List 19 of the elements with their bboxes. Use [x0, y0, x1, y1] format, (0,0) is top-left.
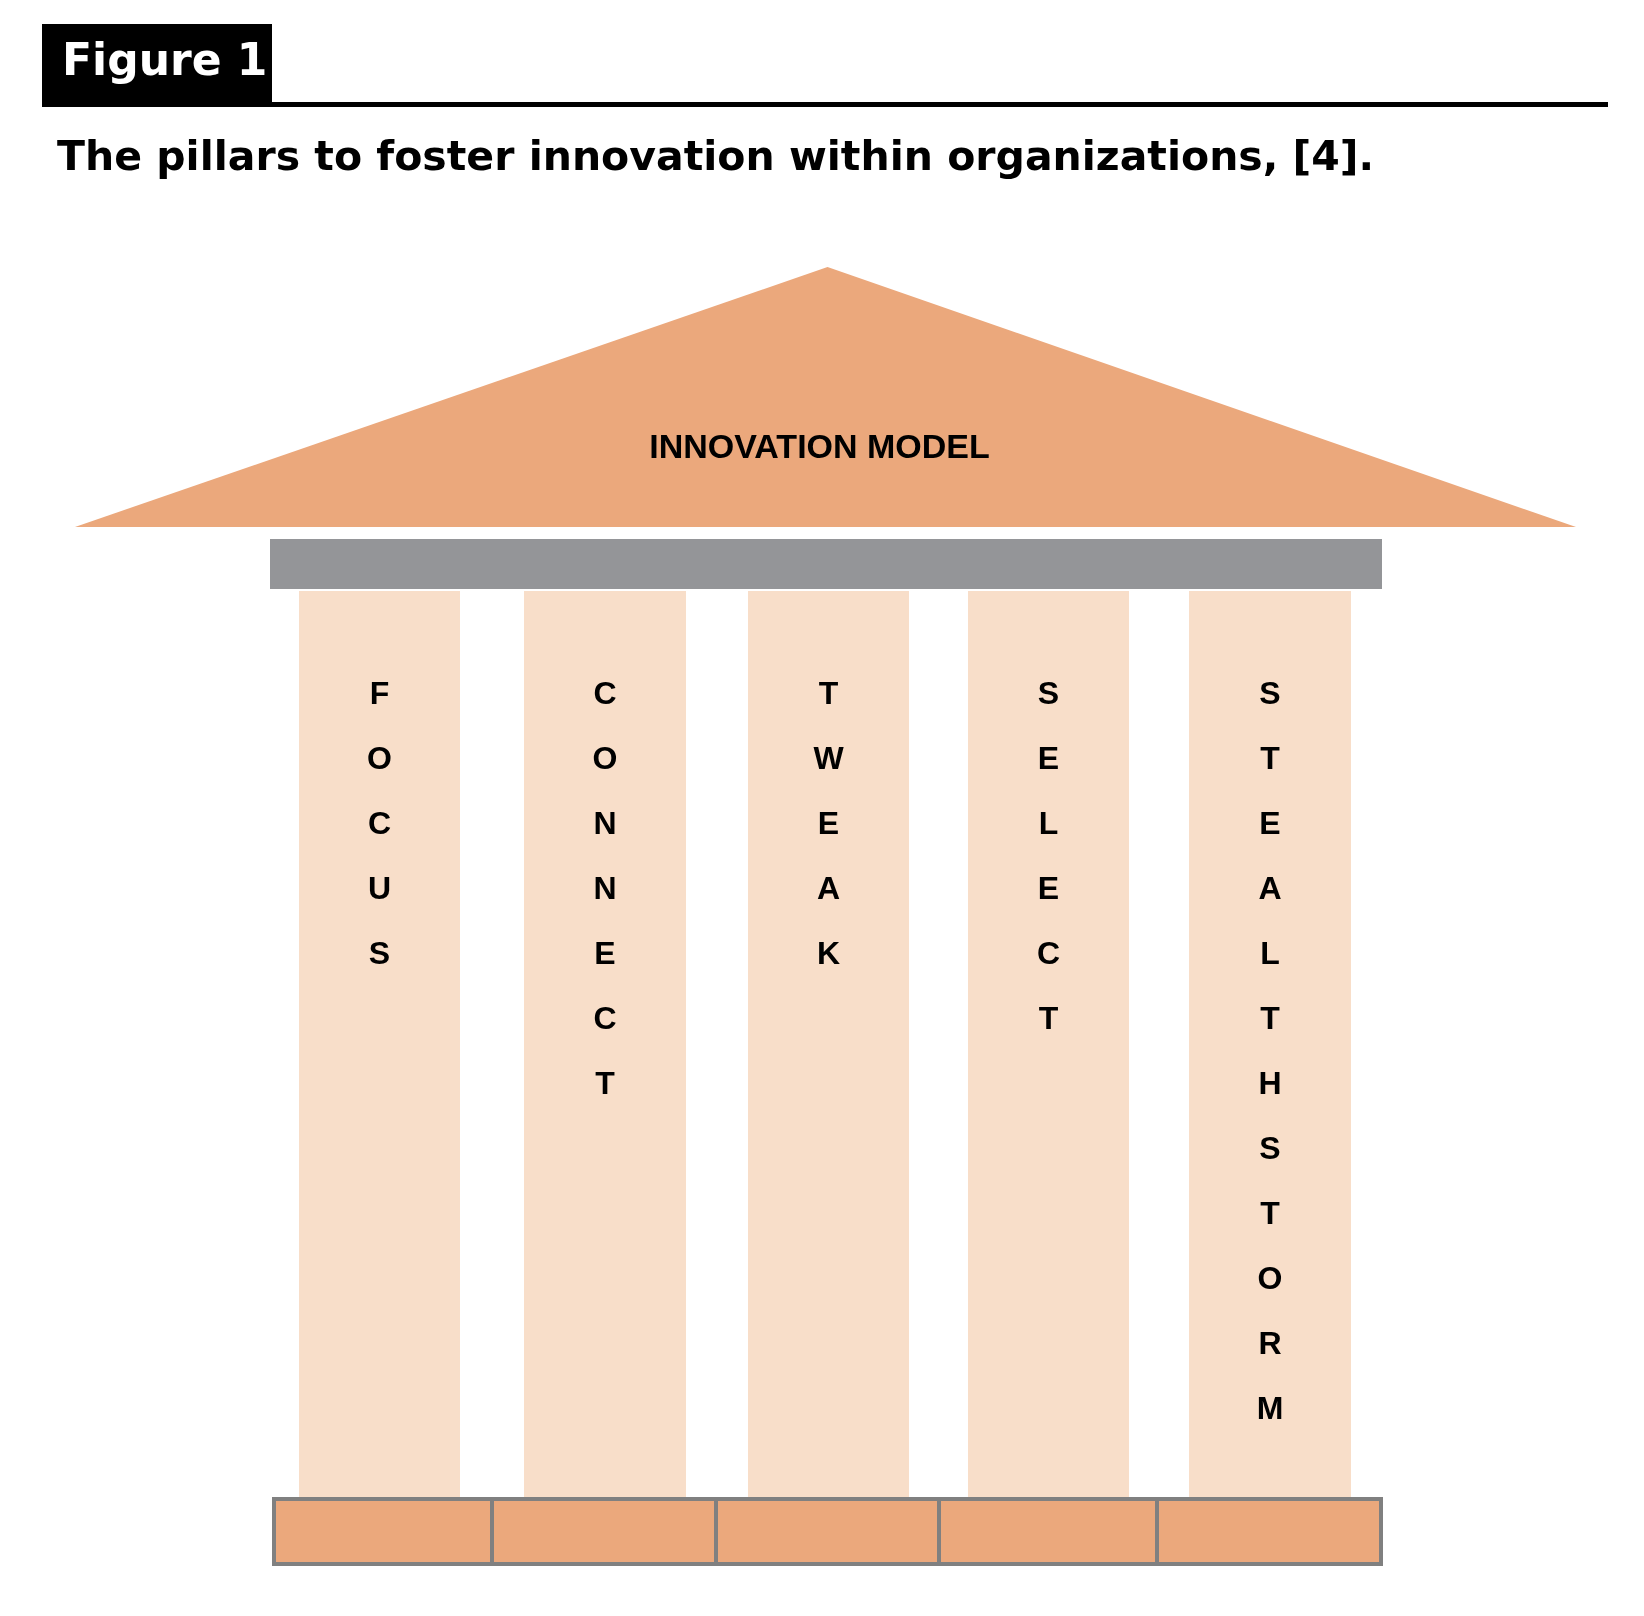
- pillar-label: TWEAK: [812, 674, 845, 973]
- roof-label: INNOVATION MODEL: [648, 427, 991, 466]
- pillar-label: CONNECT: [591, 674, 619, 1103]
- pillar: [1189, 591, 1351, 1497]
- pillar: [524, 591, 686, 1497]
- roof-triangle: [75, 267, 1576, 527]
- pillar-label: FOCUS: [366, 674, 393, 973]
- base-block: [272, 1497, 494, 1566]
- base-block: [494, 1497, 718, 1566]
- base-block: [718, 1497, 941, 1566]
- pillar-label: SELECT: [1035, 674, 1062, 1038]
- figure-title: The pillars to foster innovation within organizations, [4].: [57, 132, 1375, 180]
- pillar: [968, 591, 1129, 1497]
- pillar: [748, 591, 909, 1497]
- beam-bar: [270, 539, 1382, 589]
- pillar-label: STEALTHSTORM: [1255, 674, 1285, 1428]
- base-block: [1159, 1497, 1383, 1566]
- base-block: [941, 1497, 1159, 1566]
- pillar: [299, 591, 460, 1497]
